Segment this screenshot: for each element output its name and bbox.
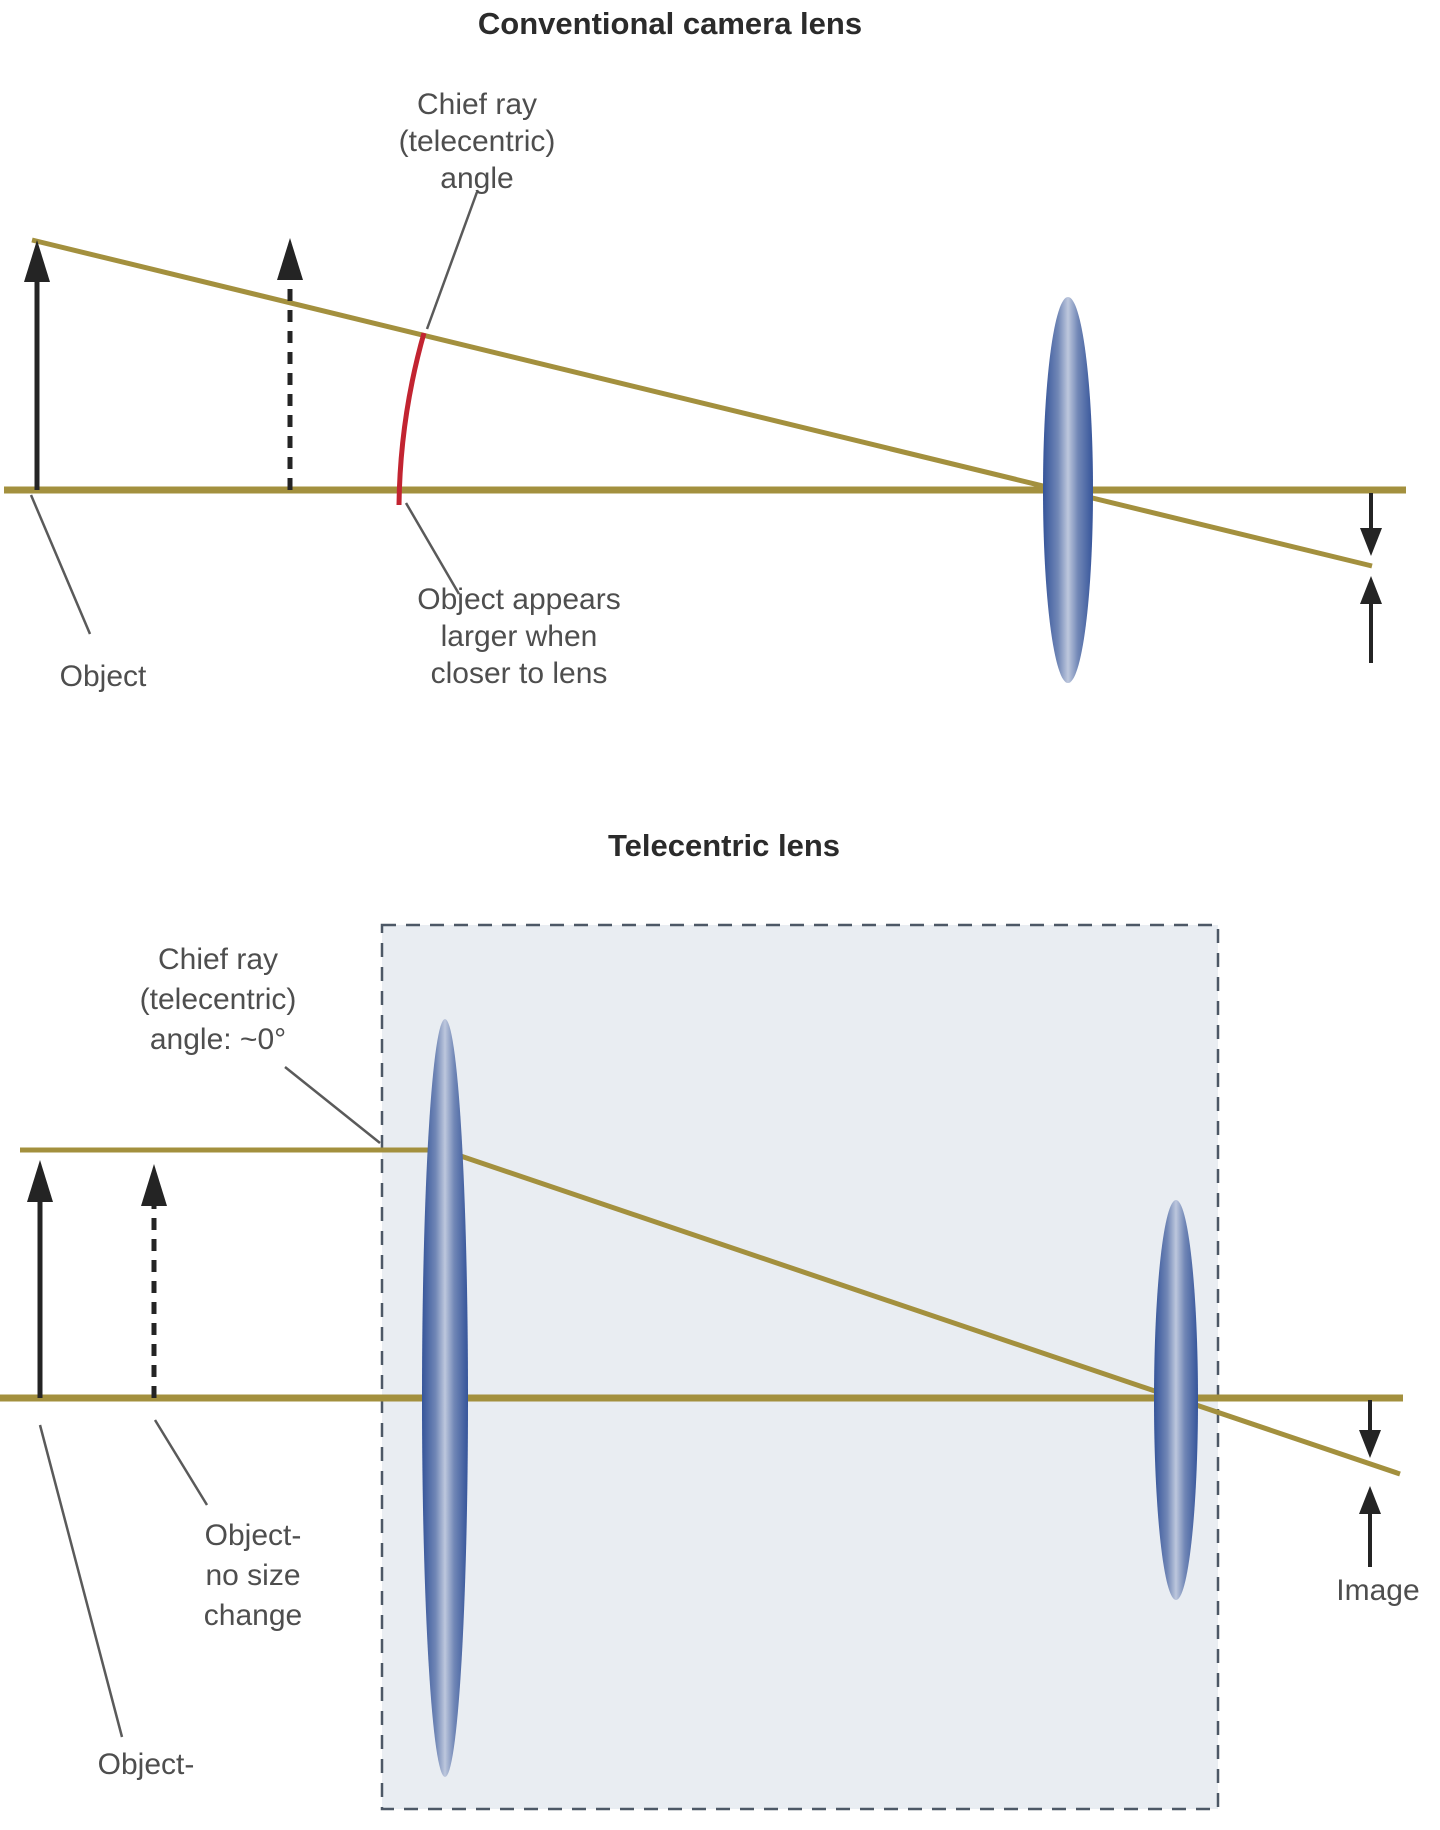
object-appears-label-pointer [404,502,461,595]
object-appears-label: Object appears larger when closer to len… [417,583,621,690]
camera-lens [1043,297,1093,683]
telecentric-rear-lens [1154,1200,1198,1600]
bottom-title: Telecentric lens [607,828,841,863]
object-arrow-head-bottom [27,1160,53,1202]
telecentric-angle-label: Chief ray (telecentric) angle: ~0° [139,943,297,1056]
telecentric-angle-arc [396,332,427,506]
object-label-pointer [29,494,92,635]
object-closer-arrow-head [277,238,303,280]
chief-ray-label-pointer [425,191,479,330]
object-no-size-arrow-head [141,1164,167,1206]
chief-ray-angle-label: Chief ray (telecentric) angle [398,88,556,195]
top-title: Conventional camera lens [477,6,863,41]
object-no-size-label-pointer [153,1419,209,1506]
object-label-pointer-bottom [38,1424,124,1738]
object-label: Object [59,660,147,693]
telecentric-front-lens [422,1019,468,1777]
object-label-bottom: Object- [97,1748,195,1781]
image-size-arrow-up-head [1360,576,1382,604]
image-arrow-down-head [1359,1430,1381,1458]
telecentric-region-box [380,923,1220,1811]
chief-ray-top [31,237,1373,569]
image-size-arrow-down-head [1360,528,1382,556]
image-arrow-up-head [1359,1486,1381,1514]
object-no-size-label: Object- no size change [203,1519,303,1632]
telecentric-angle-label-pointer [284,1066,381,1144]
image-label: Image [1336,1574,1420,1607]
object-arrow-head [24,240,50,282]
